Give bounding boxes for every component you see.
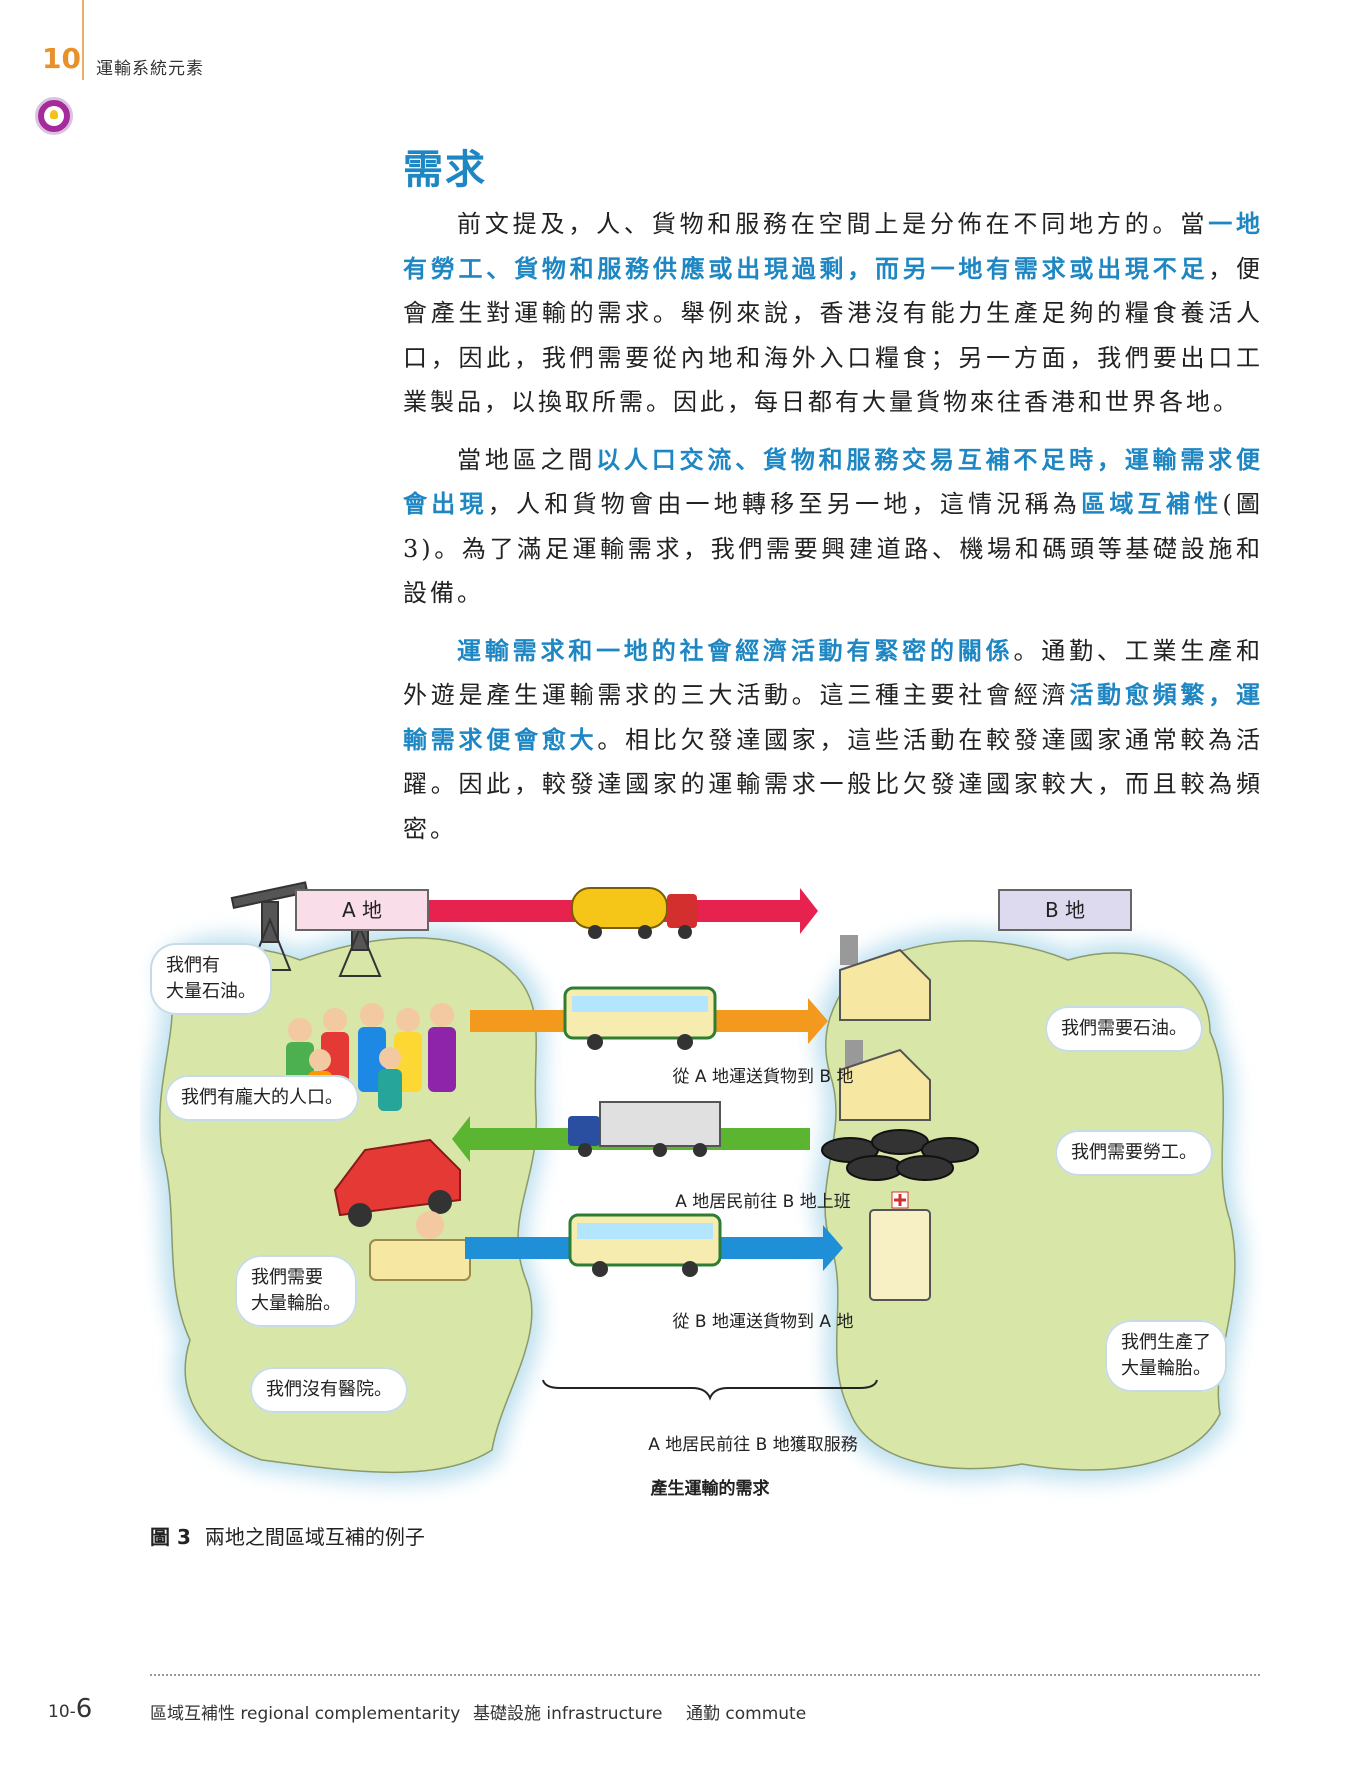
bus-icon-1 (563, 986, 717, 1050)
figure-regional-complementarity: A 地 B 地 我們有大量石油。 我們有龐大的人口。 我們需要大量輪胎。 我們沒… (140, 880, 1275, 1520)
body-run: ，便會產生對運輸的需求。舉例來說，香港沒有能力生產足夠的糧食養活人口，因此，我們… (403, 254, 1264, 417)
body-run: 當地區之間 (457, 445, 597, 474)
glossary-term-2: 基礎設施 infrastructure (473, 1704, 663, 1724)
highlight-text: 區域互補性 (1081, 490, 1223, 518)
car-icon (333, 1138, 461, 1227)
demand-label: 產生運輸的需求 (650, 1479, 770, 1499)
factory-icon-1 (839, 935, 931, 1021)
sick-person-bed-icon (369, 1211, 471, 1281)
figure-number: 圖 3 (150, 1525, 191, 1549)
header-divider (82, 0, 84, 80)
lorry-icon (568, 1101, 721, 1157)
section-heading: 需求 (403, 147, 487, 193)
chapter-title: 運輸系統元素 (96, 59, 204, 79)
paragraph-2: 當地區之間以人口交流、貨物和服務交易互補不足時，運輸需求便會出現，人和貨物會由一… (403, 438, 1263, 616)
bubble-a-tyres: 我們需要大量輪胎。 (235, 1255, 357, 1327)
bubble-b-oil: 我們需要石油。 (1045, 1006, 1203, 1052)
route-label-3: 從 B 地運送貨物到 A 地 (672, 1312, 854, 1332)
hospital-icon (869, 1191, 931, 1301)
oil-tanker-truck-icon (571, 887, 697, 939)
place-a-label: A 地 (295, 889, 429, 931)
glossary-term-1: 區域互補性 regional complementarity (150, 1704, 461, 1724)
figure-caption: 圖 3 兩地之間區域互補的例子 (150, 1521, 425, 1550)
highlight-text: 運輸需求和一地的社會經濟活動有緊密的關係 (457, 636, 1014, 665)
body-run: 前文提及，人、貨物和服務在空間上是分佈在不同地方的。當 (457, 210, 1209, 238)
body-text: 前文提及，人、貨物和服務在空間上是分佈在不同地方的。當一地有勞工、貨物和服務供應… (403, 202, 1263, 864)
bubble-b-tyres: 我們生產了大量輪胎。 (1105, 1320, 1227, 1392)
glossary-term-3: 通勤 commute (686, 1704, 807, 1724)
body-run: (圖3)。為了滿足運輸需求，我們需要興建道路、機場和碼頭等基礎設施和設備。 (403, 490, 1264, 607)
page-number: 10-6 (48, 1694, 93, 1724)
bubble-a-oil: 我們有大量石油。 (150, 943, 272, 1015)
body-run: ，人和貨物會由一地轉移至另一地，這情況稱為 (487, 490, 1082, 518)
route-label-4: A 地居民前往 B 地獲取服務 (648, 1435, 858, 1455)
paragraph-3: 運輸需求和一地的社會經濟活動有緊密的關係。通勤、工業生產和外遊是產生運輸需求的三… (403, 629, 1263, 852)
bubble-b-labour: 我們需要勞工。 (1055, 1130, 1213, 1176)
demand-bracket (542, 1379, 878, 1401)
bus-icon-2 (568, 1213, 722, 1277)
body-run: 。通勤、工業生產和外遊是產生運輸需求的三大活動。這三種主要社會經濟 (403, 636, 1264, 710)
bubble-a-hospital: 我們沒有醫院。 (250, 1367, 408, 1413)
highlight-text: 活動愈頻繁，運輸需求便會愈大 (403, 681, 1264, 754)
footer-divider (150, 1674, 1260, 1676)
bubble-a-population: 我們有龐大的人口。 (165, 1075, 359, 1121)
paragraph-1: 前文提及，人、貨物和服務在空間上是分佈在不同地方的。當一地有勞工、貨物和服務供應… (403, 202, 1263, 425)
body-run: 。相比欠發達國家，這些活動在較發達國家通常較為活躍。因此，較發達國家的運輸需求一… (403, 725, 1264, 843)
place-b-label: B 地 (998, 889, 1132, 931)
highlight-text: 以人口交流、貨物和服務交易互補不足時，運輸需求便會出現 (403, 445, 1264, 519)
figure-caption-text: 兩地之間區域互補的例子 (204, 1525, 425, 1549)
factory-icon-2 (839, 1040, 931, 1121)
lightbulb-icon (35, 97, 73, 135)
route-label-1: 從 A 地運送貨物到 B 地 (672, 1067, 854, 1087)
chapter-number: 10 (42, 42, 81, 75)
route-label-2: A 地居民前往 B 地上班 (675, 1192, 851, 1212)
tyres-icon (821, 1129, 979, 1181)
highlight-text: 一地有勞工、貨物和服務供應或出現過剩，而另一地有需求或出現不足 (403, 210, 1264, 283)
